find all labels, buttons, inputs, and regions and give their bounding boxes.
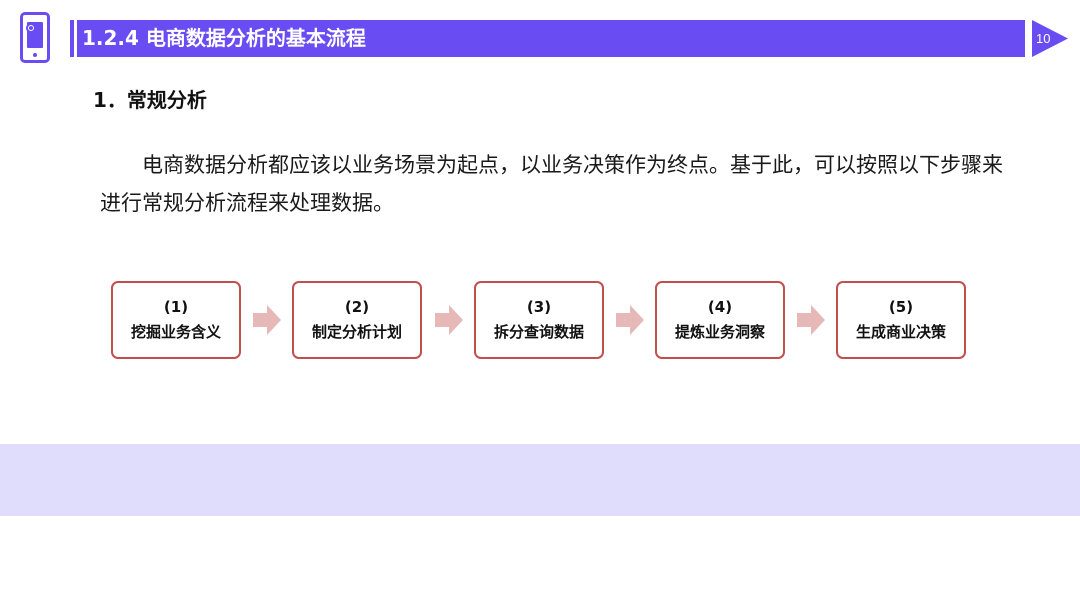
flow-arrow-icon xyxy=(797,305,825,335)
flow-step-number: (2) xyxy=(344,298,370,316)
section-heading: 1．常规分析 xyxy=(93,88,207,112)
flow-arrow-icon xyxy=(253,305,281,335)
flow-step-label: 提炼业务洞察 xyxy=(674,323,765,341)
slide-title: 1.2.4 电商数据分析的基本流程 xyxy=(82,26,366,50)
flow-step-5: (5) 生成商业决策 xyxy=(836,281,966,359)
flow-step-1: (1) 挖掘业务含义 xyxy=(111,281,241,359)
flow-step-label: 拆分查询数据 xyxy=(493,323,584,341)
phone-icon xyxy=(20,12,50,63)
flow-arrow-icon xyxy=(435,305,463,335)
title-bar-accent xyxy=(70,20,74,57)
page-number-arrow xyxy=(1032,20,1068,57)
flow-step-label: 制定分析计划 xyxy=(311,323,402,341)
flow-step-number: (1) xyxy=(163,298,189,316)
title-bar xyxy=(70,20,1025,57)
flow-step-3: (3) 拆分查询数据 xyxy=(474,281,604,359)
flow-step-label: 挖掘业务含义 xyxy=(130,323,221,341)
flow-step-label: 生成商业决策 xyxy=(855,323,946,341)
flow-step-number: (3) xyxy=(526,298,552,316)
page-number: 10 xyxy=(1036,31,1051,46)
phone-screen-dot xyxy=(29,26,33,30)
page-arrow-icon xyxy=(1032,20,1068,57)
flow-step-2: (2) 制定分析计划 xyxy=(292,281,422,359)
flow-arrow-icon xyxy=(616,305,644,335)
flow-step-number: (5) xyxy=(888,298,914,316)
footer-band xyxy=(0,444,1080,516)
phone-home-button xyxy=(33,53,37,57)
flow-step-number: (4) xyxy=(707,298,733,316)
body-paragraph: 电商数据分析都应该以业务场景为起点，以业务决策作为终点。基于此，可以按照以下步骤… xyxy=(100,153,1003,215)
flow-step-4: (4) 提炼业务洞察 xyxy=(655,281,785,359)
